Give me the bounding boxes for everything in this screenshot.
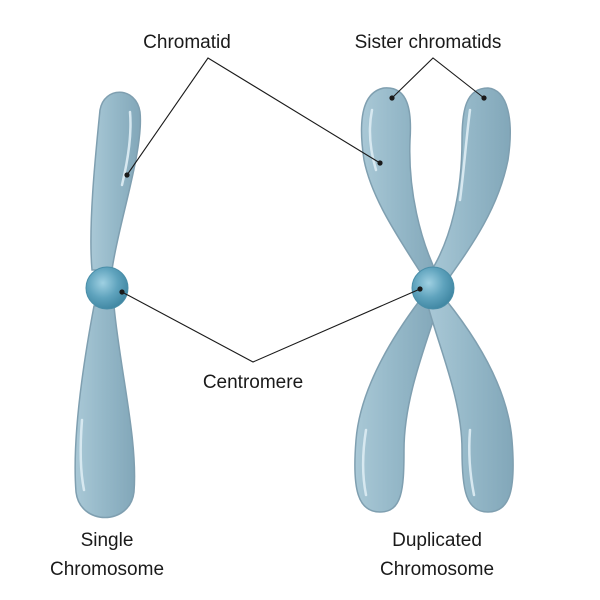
sister-chromatids-label: Sister chromatids bbox=[355, 32, 502, 53]
single-chromosome bbox=[74, 91, 142, 519]
left-chromatid-upper-arm bbox=[360, 87, 440, 279]
centromere-pointer-dot-duplicated bbox=[417, 286, 423, 292]
chromatid-label: Chromatid bbox=[143, 32, 231, 53]
duplicated-centromere bbox=[411, 266, 455, 310]
left-chromatid-lower-arm bbox=[354, 299, 439, 513]
left-lower-highlight bbox=[361, 428, 368, 497]
sister-pointer-dot-left bbox=[389, 95, 395, 101]
single-chromosome-label-line2: Chromosome bbox=[50, 559, 164, 580]
duplicated-chromosome-label-line1: Duplicated bbox=[392, 530, 482, 551]
labels: Chromatid Sister chromatids Centromere S… bbox=[50, 32, 501, 580]
centromere-leader-line bbox=[121, 288, 421, 363]
chromatid-leader-line bbox=[126, 57, 381, 176]
single-chromatid-lower-arm bbox=[74, 305, 136, 519]
centromere-label: Centromere bbox=[203, 372, 303, 393]
left-upper-highlight bbox=[368, 108, 378, 172]
single-centromere bbox=[85, 266, 129, 310]
single-lower-highlight bbox=[79, 418, 86, 492]
right-chromatid-lower-arm bbox=[427, 299, 514, 513]
leader-lines bbox=[119, 57, 487, 363]
chromatid-pointer-dot-duplicated bbox=[377, 160, 383, 166]
duplicated-chromosome bbox=[354, 87, 514, 513]
sister-pointer-dot-right bbox=[481, 95, 487, 101]
right-upper-highlight bbox=[458, 108, 472, 202]
right-lower-highlight bbox=[467, 428, 476, 497]
single-chromosome-label-line1: Single bbox=[81, 530, 134, 551]
sister-chromatids-leader-line bbox=[391, 57, 485, 99]
single-upper-highlight bbox=[120, 110, 132, 187]
right-chromatid-upper-arm bbox=[426, 87, 511, 283]
chromatid-pointer-dot-single bbox=[124, 172, 130, 178]
single-chromatid-upper-arm bbox=[90, 91, 142, 271]
centromere-pointer-dot-single bbox=[119, 289, 125, 295]
duplicated-chromosome-label-line2: Chromosome bbox=[380, 559, 494, 580]
